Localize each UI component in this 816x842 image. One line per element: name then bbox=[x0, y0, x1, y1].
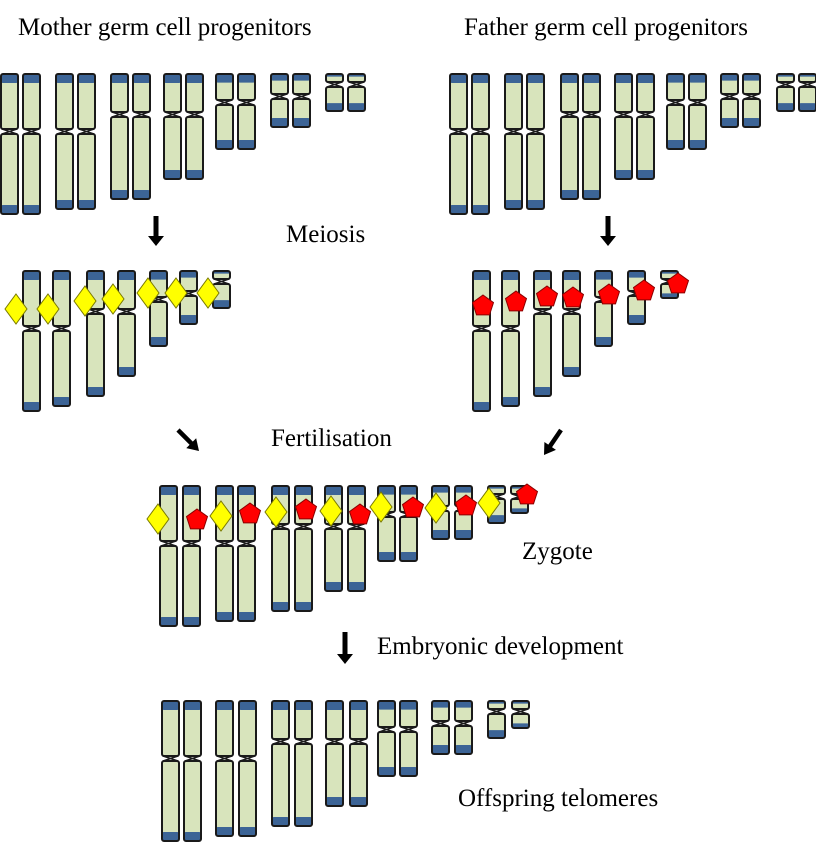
chromatid bbox=[179, 270, 198, 325]
chromatid bbox=[347, 73, 366, 112]
chromatid bbox=[560, 73, 579, 200]
chromatid bbox=[471, 73, 490, 215]
paternal-marker-pentagon bbox=[471, 294, 495, 316]
chromatid bbox=[161, 700, 180, 842]
chromatid bbox=[182, 485, 201, 627]
arrow-diagonal-icon bbox=[544, 428, 563, 455]
maternal-marker-diamond bbox=[369, 491, 393, 523]
maternal-marker-diamond bbox=[477, 487, 501, 519]
chromatid bbox=[185, 73, 204, 180]
paternal-marker-pentagon bbox=[561, 286, 585, 308]
chromatid bbox=[431, 485, 450, 540]
maternal-marker-diamond bbox=[424, 492, 448, 524]
chromatid bbox=[163, 73, 182, 180]
paternal-marker-pentagon bbox=[535, 285, 559, 307]
chromatid bbox=[237, 485, 256, 622]
chromatid bbox=[325, 73, 344, 112]
paternal-marker-pentagon bbox=[238, 502, 262, 524]
paternal-marker-pentagon bbox=[632, 279, 656, 301]
chromatid bbox=[449, 73, 468, 215]
chromatid bbox=[117, 270, 136, 377]
chromatid bbox=[582, 73, 601, 200]
maternal-marker-diamond bbox=[264, 496, 288, 528]
arrow-diagonal-icon bbox=[176, 428, 199, 451]
chromatid bbox=[183, 700, 202, 842]
arrow-down-icon bbox=[148, 216, 164, 246]
fertilisation-label: Fertilisation bbox=[271, 425, 392, 452]
chromatid bbox=[238, 700, 257, 837]
embryonic-development-label: Embryonic development bbox=[377, 633, 624, 660]
chromatid bbox=[86, 270, 105, 397]
paternal-marker-pentagon bbox=[515, 483, 539, 505]
maternal-marker-diamond bbox=[319, 495, 343, 527]
chromatid bbox=[487, 700, 506, 739]
chromatid bbox=[159, 485, 178, 627]
arrow-down-icon bbox=[600, 216, 616, 246]
maternal-marker-diamond bbox=[101, 283, 125, 315]
maternal-marker-diamond bbox=[196, 277, 220, 309]
father-germ-cell-label: Father germ cell progenitors bbox=[464, 14, 748, 41]
chromatid bbox=[347, 485, 366, 592]
paternal-marker-pentagon bbox=[294, 498, 318, 520]
chromatid bbox=[349, 700, 368, 807]
chromatid bbox=[688, 73, 707, 150]
chromatid bbox=[562, 270, 581, 377]
maternal-marker-diamond bbox=[36, 293, 60, 325]
chromatid bbox=[594, 270, 613, 347]
chromatid bbox=[22, 73, 41, 215]
paternal-marker-pentagon bbox=[454, 494, 478, 516]
maternal-marker-diamond bbox=[4, 293, 28, 325]
chromatid bbox=[294, 700, 313, 827]
chromatid bbox=[237, 73, 256, 150]
chromatid bbox=[270, 73, 289, 128]
paternal-marker-pentagon bbox=[348, 503, 372, 525]
chromatid bbox=[292, 73, 311, 128]
chromatid bbox=[22, 270, 41, 412]
maternal-marker-diamond bbox=[136, 277, 160, 309]
meiosis-label: Meiosis bbox=[286, 221, 366, 248]
arrow-down-icon bbox=[337, 632, 353, 664]
paternal-marker-pentagon bbox=[401, 496, 425, 518]
maternal-marker-diamond bbox=[209, 500, 233, 532]
chromatid bbox=[526, 73, 545, 210]
chromatid bbox=[110, 73, 129, 200]
chromatid bbox=[77, 73, 96, 210]
chromatid bbox=[55, 73, 74, 210]
paternal-marker-pentagon bbox=[666, 272, 690, 294]
chromatid bbox=[511, 700, 530, 729]
maternal-marker-diamond bbox=[164, 277, 188, 309]
chromatid bbox=[798, 73, 816, 112]
maternal-marker-diamond bbox=[73, 285, 97, 317]
chromatid bbox=[742, 73, 761, 128]
chromatid bbox=[132, 73, 151, 200]
chromatid bbox=[399, 700, 418, 777]
chromatid bbox=[325, 700, 344, 807]
paternal-marker-pentagon bbox=[185, 508, 209, 530]
chromatid bbox=[215, 700, 234, 837]
paternal-marker-pentagon bbox=[504, 290, 528, 312]
chromatid bbox=[720, 73, 739, 128]
mother-germ-cell-label: Mother germ cell progenitors bbox=[18, 14, 312, 41]
offspring-telomeres-label: Offspring telomeres bbox=[458, 785, 659, 812]
chromatid bbox=[666, 73, 685, 150]
chromatid bbox=[454, 700, 473, 755]
chromatid bbox=[399, 485, 418, 562]
chromatid bbox=[149, 270, 168, 347]
maternal-marker-diamond bbox=[146, 503, 170, 535]
chromatid bbox=[614, 73, 633, 180]
chromatid bbox=[776, 73, 795, 112]
chromatid bbox=[504, 73, 523, 210]
chromatid bbox=[271, 700, 290, 827]
zygote-label: Zygote bbox=[522, 538, 593, 565]
chromatid bbox=[0, 73, 19, 215]
chromatid bbox=[52, 270, 71, 407]
chromatid bbox=[636, 73, 655, 180]
chromatid bbox=[215, 73, 234, 150]
chromatid bbox=[431, 700, 450, 755]
chromatid bbox=[472, 270, 491, 412]
paternal-marker-pentagon bbox=[597, 283, 621, 305]
chromatid bbox=[377, 700, 396, 777]
